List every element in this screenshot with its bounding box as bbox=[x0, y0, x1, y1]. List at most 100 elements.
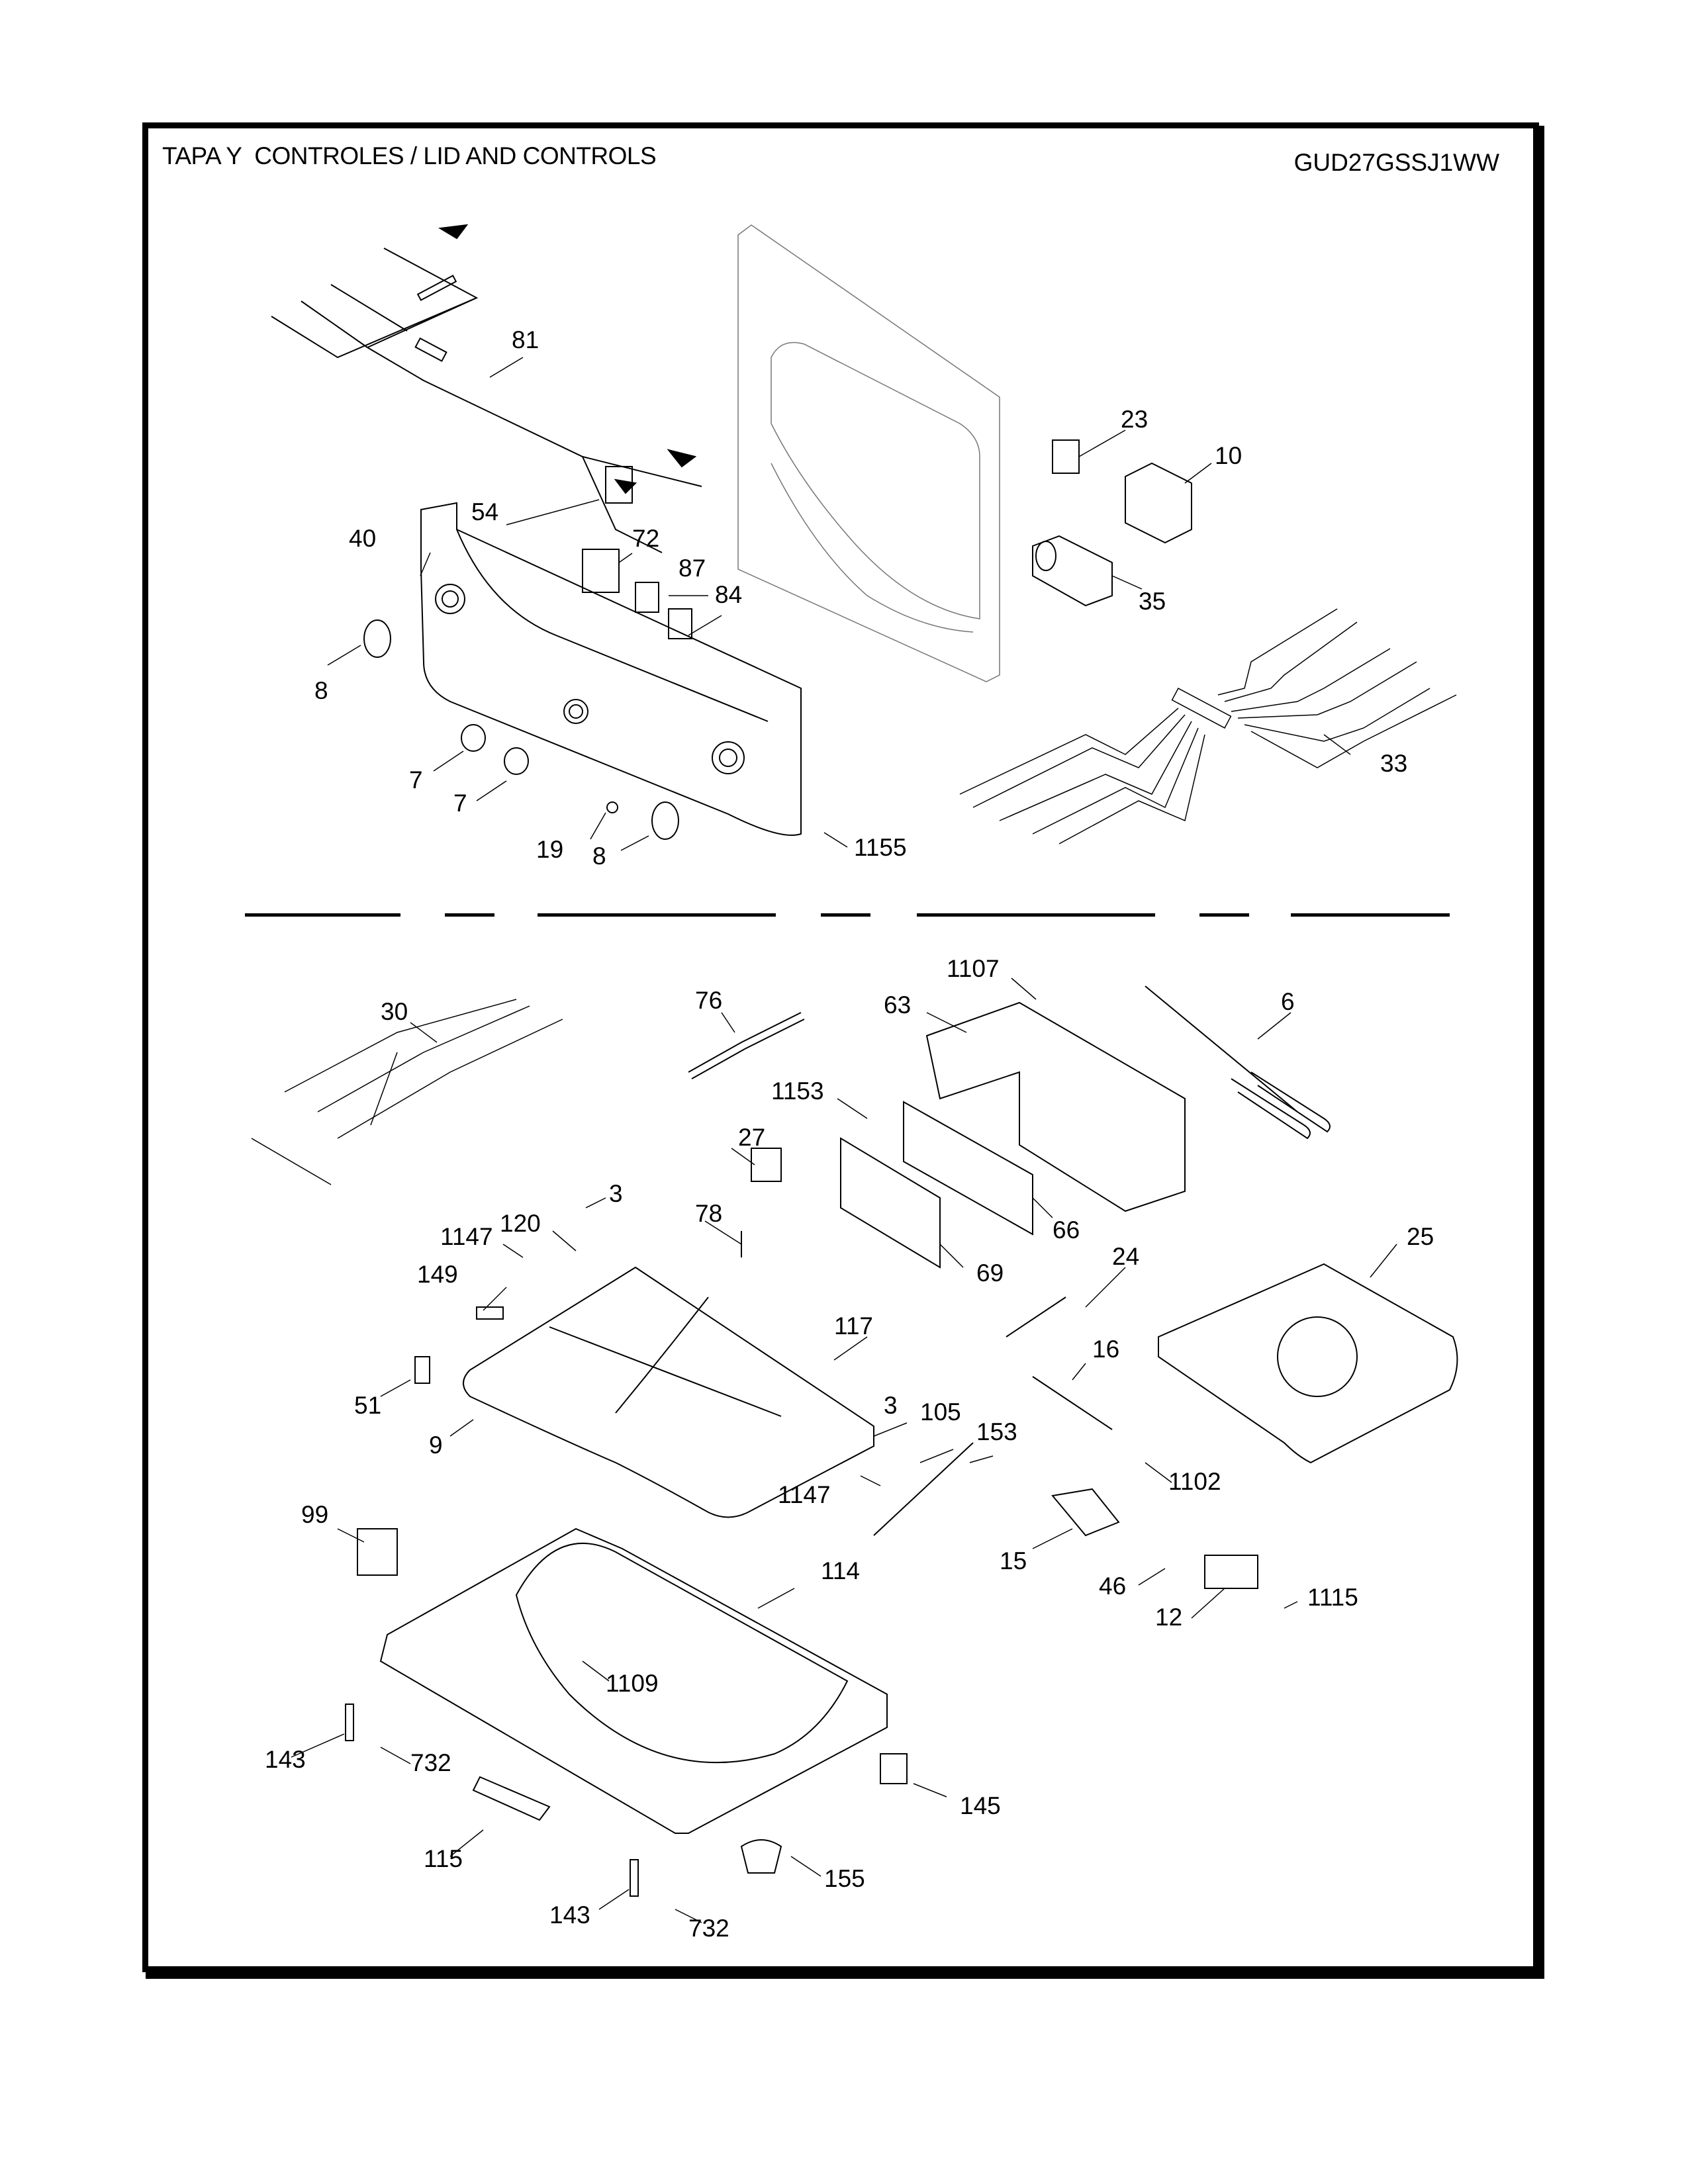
part-label-8: 8 bbox=[314, 677, 328, 704]
part-label-24: 24 bbox=[1112, 1243, 1140, 1270]
frame-shadow bbox=[146, 1972, 1544, 1979]
part-label-1153: 1153 bbox=[771, 1077, 824, 1105]
part-label-143: 143 bbox=[265, 1746, 306, 1773]
part-label-8: 8 bbox=[592, 842, 606, 870]
part-label-1107: 1107 bbox=[947, 955, 1000, 982]
control-board-69 bbox=[841, 1138, 940, 1267]
pressure-switch-27 bbox=[751, 1148, 781, 1181]
control-panel-40 bbox=[421, 503, 801, 835]
switch-54 bbox=[606, 467, 632, 503]
switch-23 bbox=[1053, 440, 1079, 473]
part-label-115: 115 bbox=[424, 1845, 463, 1872]
wire-harness-76 bbox=[688, 1013, 804, 1079]
part-label-1109: 1109 bbox=[606, 1670, 659, 1697]
switch-72 bbox=[583, 549, 619, 592]
section-divider bbox=[821, 913, 870, 917]
part-label-63: 63 bbox=[884, 991, 912, 1019]
part-label-25: 25 bbox=[1407, 1223, 1434, 1250]
part-label-9: 9 bbox=[429, 1432, 443, 1459]
frame-shadow bbox=[1539, 126, 1544, 1979]
section-divider bbox=[917, 913, 1155, 917]
top-cover-114 bbox=[381, 1529, 887, 1833]
hinge-143 bbox=[346, 1704, 353, 1741]
part-label-3: 3 bbox=[884, 1392, 898, 1419]
section-divider bbox=[1199, 913, 1249, 917]
button-19 bbox=[607, 802, 618, 813]
part-label-84: 84 bbox=[715, 581, 743, 608]
part-label-732: 732 bbox=[688, 1915, 729, 1942]
part-label-1155: 1155 bbox=[854, 834, 907, 861]
part-label-10: 10 bbox=[1215, 442, 1243, 469]
part-label-27: 27 bbox=[738, 1124, 766, 1151]
wire-harness-81 bbox=[271, 225, 702, 553]
section-divider bbox=[1291, 913, 1450, 917]
part-label-72: 72 bbox=[632, 525, 660, 552]
bracket-15 bbox=[1053, 1489, 1119, 1535]
board-bracket-66 bbox=[904, 1102, 1033, 1234]
part-label-155: 155 bbox=[824, 1865, 865, 1892]
part-label-16: 16 bbox=[1092, 1336, 1120, 1363]
handle-115 bbox=[473, 1777, 549, 1820]
dryer-front-panel bbox=[738, 225, 1000, 682]
model-number: GUD27GSSJ1WW bbox=[1293, 149, 1499, 176]
part-label-7: 7 bbox=[409, 766, 423, 794]
part-label-19: 19 bbox=[536, 836, 564, 863]
switch-87 bbox=[635, 582, 659, 612]
part-label-40: 40 bbox=[349, 525, 377, 552]
thermistor-16 bbox=[1033, 1377, 1112, 1430]
diagram-title: TAPA Y CONTROLES / LID AND CONTROLS bbox=[162, 142, 657, 169]
part-label-1147: 1147 bbox=[440, 1223, 493, 1250]
part-label-81: 81 bbox=[512, 326, 539, 353]
part-label-1115: 1115 bbox=[1307, 1584, 1358, 1611]
part-label-12: 12 bbox=[1155, 1604, 1183, 1631]
part-label-76: 76 bbox=[695, 987, 723, 1014]
control-box-63 bbox=[927, 1003, 1185, 1211]
heater-6 bbox=[1145, 986, 1330, 1138]
part-label-33: 33 bbox=[1380, 750, 1408, 777]
bumper-51 bbox=[415, 1357, 430, 1383]
latch-149 bbox=[477, 1307, 503, 1319]
lid-117 bbox=[463, 1267, 874, 1518]
knob-8 bbox=[652, 802, 679, 839]
dispenser-25 bbox=[1158, 1264, 1457, 1463]
part-label-143: 143 bbox=[549, 1901, 590, 1929]
part-label-7: 7 bbox=[453, 790, 467, 817]
part-label-6: 6 bbox=[1281, 988, 1295, 1015]
part-label-1102: 1102 bbox=[1168, 1468, 1221, 1495]
hinge-bracket-145 bbox=[880, 1754, 907, 1784]
spring-153 bbox=[874, 1443, 973, 1535]
switch-84 bbox=[669, 609, 692, 639]
part-label-30: 30 bbox=[381, 998, 408, 1025]
part-label-23: 23 bbox=[1121, 406, 1149, 433]
bracket-35 bbox=[1033, 536, 1112, 606]
timer-10 bbox=[1125, 463, 1192, 543]
part-label-46: 46 bbox=[1099, 1572, 1127, 1600]
wire-harness-33 bbox=[960, 609, 1456, 844]
part-label-78: 78 bbox=[695, 1200, 723, 1227]
part-label-54: 54 bbox=[471, 498, 499, 525]
lid-lock-99 bbox=[357, 1529, 397, 1575]
wire-harness-30 bbox=[252, 999, 563, 1185]
part-label-69: 69 bbox=[976, 1259, 1004, 1287]
sensor-24 bbox=[1006, 1297, 1066, 1337]
part-label-87: 87 bbox=[679, 555, 706, 582]
section-divider bbox=[445, 913, 494, 917]
part-label-15: 15 bbox=[1000, 1547, 1027, 1574]
part-label-51: 51 bbox=[354, 1392, 382, 1419]
part-label-35: 35 bbox=[1139, 588, 1166, 615]
part-label-1147: 1147 bbox=[778, 1481, 831, 1508]
knob-7 bbox=[461, 725, 485, 751]
part-label-117: 117 bbox=[834, 1312, 873, 1340]
hinge-143 bbox=[630, 1860, 638, 1896]
part-label-145: 145 bbox=[960, 1792, 1001, 1819]
part-label-732: 732 bbox=[410, 1749, 451, 1776]
part-label-120: 120 bbox=[500, 1210, 541, 1237]
part-label-3: 3 bbox=[609, 1180, 623, 1207]
section-divider bbox=[245, 913, 400, 917]
leader-lines bbox=[291, 357, 1397, 1923]
water-valve-12 bbox=[1205, 1555, 1258, 1588]
diagram-frame bbox=[142, 122, 1539, 1972]
knob-8 bbox=[364, 620, 391, 657]
section-divider bbox=[538, 913, 776, 917]
